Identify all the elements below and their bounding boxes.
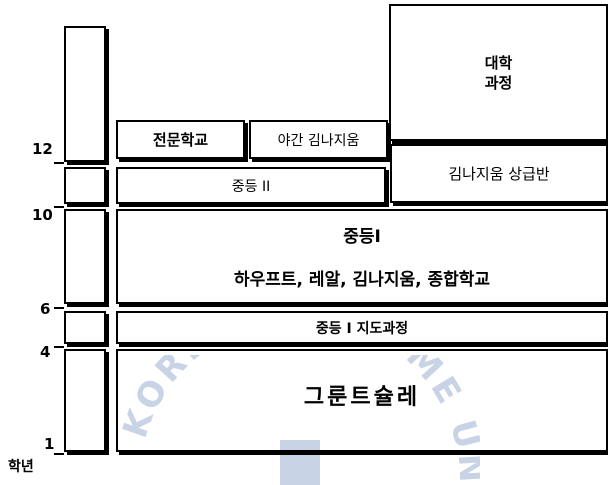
grade-column-segment-1-4: [64, 349, 106, 452]
gymnasium-upper-label: 김나지움 상급반: [448, 165, 550, 183]
secondary-2-block: 중등 II: [116, 167, 386, 204]
grundschule-block: 그룬트슐레: [116, 349, 608, 452]
university-block: 대학 과정: [389, 4, 608, 141]
grade-column-segment-7-10: [64, 209, 106, 304]
grade-label-6: 6: [40, 300, 51, 318]
grade-label-1: 1: [44, 435, 55, 453]
grade-label-12: 12: [32, 140, 53, 158]
night-gymnasium-label: 야간 김나지움: [277, 132, 360, 149]
night-gymnasium-block: 야간 김나지움: [249, 120, 388, 159]
secondary-1-schools: 하우프트, 레알, 김나지움, 종합학교: [233, 269, 491, 290]
grade-column-segment-top: [64, 26, 106, 162]
secondary-1-title: 중등I: [343, 226, 381, 247]
orientation-stage-block: 중등 I 지도과정: [116, 311, 608, 344]
grundschule-label: 그룬트슐레: [303, 385, 421, 410]
university-label-line1: 대학: [484, 53, 513, 72]
secondary-2-label: 중등 II: [231, 178, 271, 195]
grade-label-10: 10: [32, 206, 53, 224]
tick-10: [54, 206, 64, 208]
secondary-1-block: 중등I 하우프트, 레알, 김나지움, 종합학교: [116, 209, 608, 304]
tick-12: [54, 162, 64, 164]
tick-4: [54, 346, 64, 348]
university-label: 대학 과정: [391, 6, 606, 139]
vocational-school-block: 전문학교: [116, 120, 245, 159]
vocational-school-label: 전문학교: [152, 131, 209, 149]
gymnasium-upper-block: 김나지움 상급반: [390, 144, 608, 203]
orientation-stage-label: 중등 I 지도과정: [315, 320, 409, 337]
grade-unit-label: 학년: [8, 459, 34, 475]
grade-column-segment-11-12: [64, 167, 106, 204]
tick-6: [54, 307, 64, 309]
grade-label-4: 4: [40, 343, 51, 361]
tick-1: [54, 453, 64, 455]
grade-column-segment-5-6: [64, 311, 106, 344]
university-label-line2: 과정: [484, 73, 513, 92]
